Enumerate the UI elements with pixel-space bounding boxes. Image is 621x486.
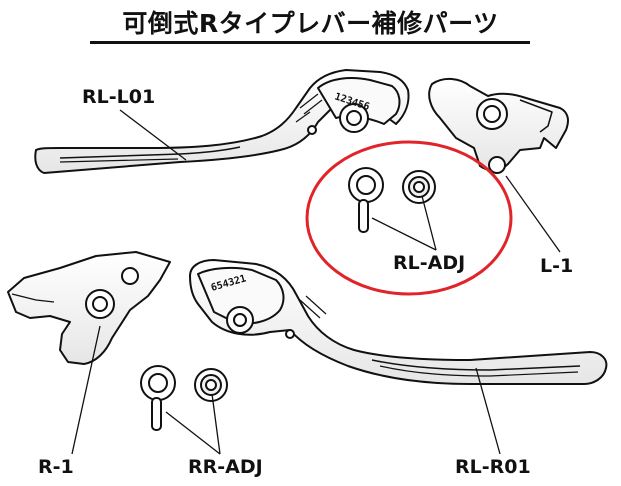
leader-rr-adj-dial bbox=[165, 411, 221, 455]
leader-rr-adj-bushing bbox=[211, 393, 221, 455]
leader-l-1 bbox=[505, 175, 561, 253]
leader-rl-adj-bushing bbox=[421, 195, 437, 251]
page-title: 可倒式Rタイプレバー補修パーツ bbox=[122, 9, 499, 38]
leader-rl-r01 bbox=[475, 367, 501, 455]
label-rl-l01: RL-L01 bbox=[82, 86, 156, 108]
leader-rl-l01 bbox=[119, 109, 187, 161]
adjuster-rl-adj-bushing bbox=[402, 170, 436, 204]
label-rr-adj: RR-ADJ bbox=[188, 456, 263, 478]
adjuster-rl-adj-dial bbox=[348, 167, 384, 233]
adjuster-rr-adj-bushing bbox=[194, 368, 228, 402]
title-underline bbox=[90, 41, 530, 44]
lever-rl-r01 bbox=[189, 259, 608, 385]
label-l-1: L-1 bbox=[540, 255, 574, 277]
bracket-l-1 bbox=[428, 78, 569, 174]
label-rl-adj: RL-ADJ bbox=[393, 252, 466, 274]
leader-lines bbox=[71, 109, 561, 455]
highlight-ring bbox=[305, 140, 513, 296]
lever-rl-l01 bbox=[34, 69, 410, 174]
adjuster-rr-adj-dial bbox=[140, 365, 176, 431]
leader-r-1 bbox=[71, 325, 101, 455]
leader-rl-adj-dial bbox=[371, 217, 437, 251]
label-r-1: R-1 bbox=[38, 456, 74, 478]
bracket-r-1 bbox=[7, 251, 171, 365]
label-rl-r01: RL-R01 bbox=[455, 456, 531, 478]
